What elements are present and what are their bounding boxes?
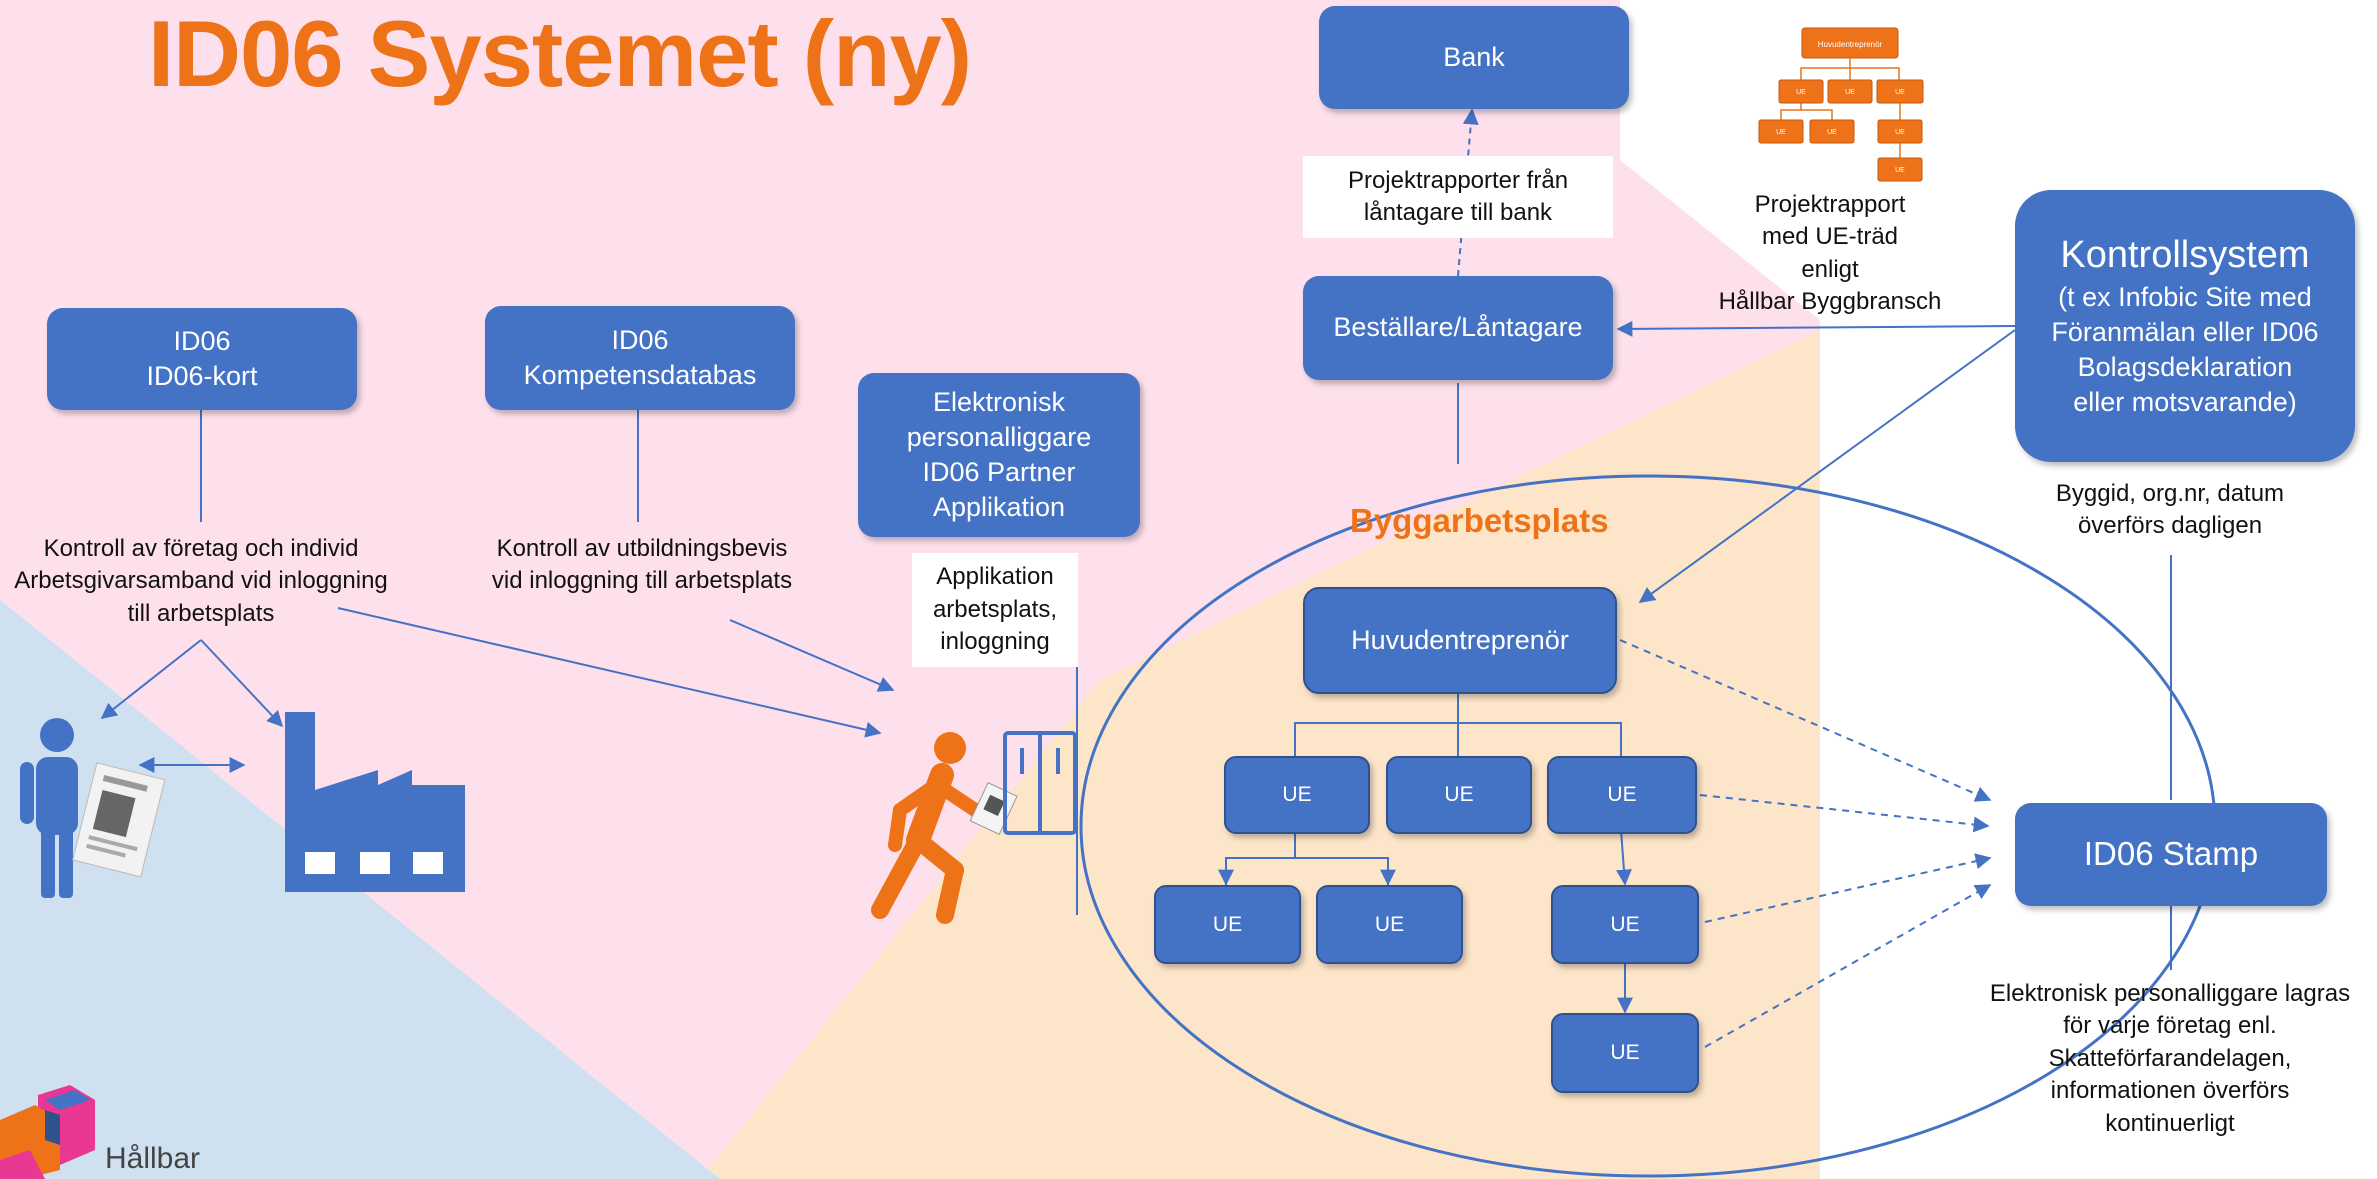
register-stored-text: Elektronisk personalliggare lagras för v… xyxy=(1989,980,2351,1137)
peach-region xyxy=(700,330,1820,1179)
project-report-tree-text: Projektrapport med UE-träd enligt Hållba… xyxy=(1718,191,1942,316)
daily-transfer-text: Byggid, org.nr, datum överförs dagligen xyxy=(2055,480,2285,540)
mini-tree-node: UE xyxy=(1776,129,1786,136)
ue-box: UE xyxy=(1386,756,1532,834)
control-system-title: Kontrollsystem xyxy=(2060,234,2310,277)
ue-box: UE xyxy=(1547,756,1697,834)
org-tree-icon: Huvudentreprenör UE UE UE UE UE UE xyxy=(1758,27,1924,182)
mini-tree-node: UE xyxy=(1845,89,1855,96)
construction-site-label: Byggarbetsplats xyxy=(1350,502,1609,539)
walker-card-icon xyxy=(969,782,1018,835)
hallbar-logo-text: Hållbar xyxy=(105,1142,201,1175)
electronic-register-box: Elektronisk personalliggare ID06 Partner… xyxy=(858,373,1140,537)
ue-box: UE xyxy=(1154,885,1301,964)
factory-icon xyxy=(285,712,465,892)
hallbar-logo-icon xyxy=(0,1085,95,1179)
mini-tree-node: UE xyxy=(1895,129,1905,136)
application-label: Applikation arbetsplats, inloggning xyxy=(912,553,1078,667)
id-card-icon xyxy=(72,762,166,878)
mini-tree-root: Huvudentreprenör xyxy=(1818,40,1883,49)
company-check-text: Kontroll av företag och individ Arbetsgi… xyxy=(14,535,388,627)
id06-card-box: ID06 ID06-kort xyxy=(47,308,357,410)
bank-box: Bank xyxy=(1319,6,1629,109)
walking-person-icon xyxy=(871,732,982,924)
person-icon xyxy=(20,718,78,898)
ue-box: UE xyxy=(1316,885,1463,964)
id06-stamp-box: ID06 Stamp xyxy=(2015,803,2327,906)
mini-tree-node: UE xyxy=(1796,89,1806,96)
mini-tree-node: UE xyxy=(1895,89,1905,96)
control-system-subtitle: (t ex Infobic Site med Föranmälan eller … xyxy=(2051,281,2319,417)
ue-box: UE xyxy=(1551,885,1699,964)
door-icon xyxy=(1003,731,1077,835)
id06-competence-box: ID06 Kompetensdatabas xyxy=(485,306,795,410)
client-box: Beställare/Låntagare xyxy=(1303,276,1613,380)
education-check-text: Kontroll av utbildningsbevis vid inloggn… xyxy=(491,535,793,595)
ue-box: UE xyxy=(1551,1013,1699,1093)
main-contractor-box: Huvudentreprenör xyxy=(1303,587,1617,694)
mini-tree-node: UE xyxy=(1895,167,1905,174)
project-reports-label: Projektrapporter från låntagare till ban… xyxy=(1303,156,1613,238)
page-title: ID06 Systemet (ny) xyxy=(148,1,972,106)
ue-box: UE xyxy=(1224,756,1370,834)
mini-tree-node: UE xyxy=(1827,129,1837,136)
control-system-box: Kontrollsystem (t ex Infobic Site med Fö… xyxy=(2015,190,2355,462)
